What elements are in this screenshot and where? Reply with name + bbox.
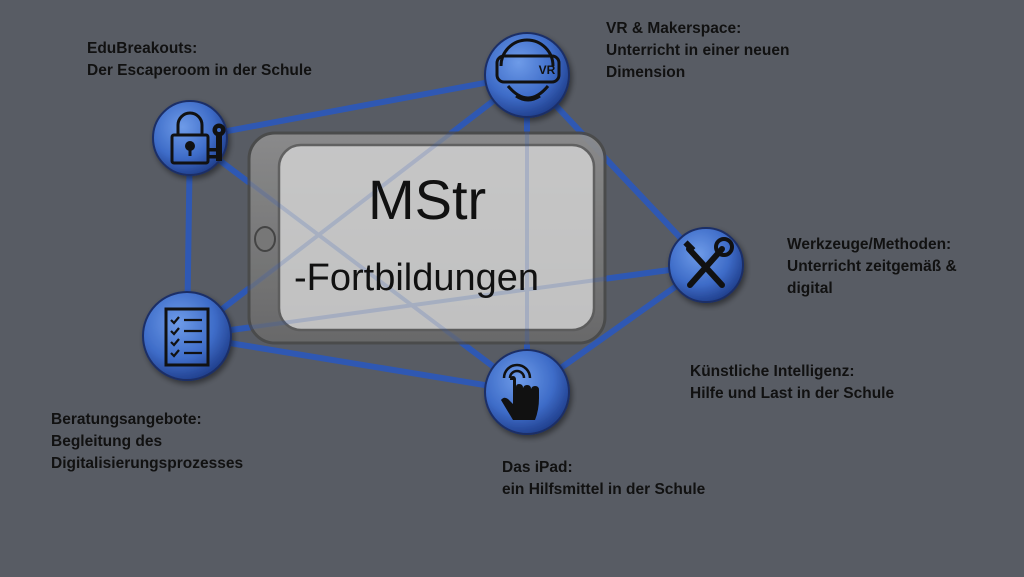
- tablet-screen: [277, 143, 596, 332]
- label-edubreakouts-title: EduBreakouts:: [87, 40, 198, 57]
- label-beratung-text-1: Begleitung des: [51, 433, 163, 450]
- label-vr: VR & Makerspace: Unterricht in einer neu…: [606, 18, 789, 84]
- connection-lines-overlay: [185, 73, 707, 394]
- node-beratung: [142, 291, 232, 381]
- label-vr-title: VR & Makerspace:: [606, 20, 742, 37]
- label-beratung: Beratungsangebote: Begleitung des Digita…: [51, 409, 243, 475]
- connector-lock-vr: [187, 72, 530, 141]
- vr-headset-icon: VR: [495, 38, 561, 102]
- tablet-device: [247, 131, 607, 345]
- label-werkzeuge: Werkzeuge/Methoden: Unterricht zeitgemäß…: [787, 234, 957, 300]
- label-vr-text-2: Dimension: [606, 64, 686, 81]
- label-ki: Künstliche Intelligenz: Hilfe und Last i…: [690, 361, 894, 405]
- label-beratung-text-2: Digitalisierungsprozesses: [51, 455, 244, 472]
- label-ki-text: Hilfe und Last in der Schule: [690, 385, 895, 402]
- lock-key-icon: [170, 111, 226, 165]
- label-ki-title: Künstliche Intelligenz:: [690, 363, 855, 380]
- tablet-home-button: [254, 226, 276, 252]
- label-werkzeuge-text-2: digital: [787, 280, 833, 297]
- connector-ipad-checklist: [184, 333, 530, 395]
- center-title: MStr: [368, 168, 487, 231]
- touch-hand-icon: [501, 363, 539, 420]
- center-subtitle: -Fortbildungen: [294, 257, 540, 299]
- label-beratung-title: Beratungsangebote:: [51, 411, 202, 428]
- connector-vr-tools: [524, 72, 709, 268]
- label-werkzeuge-title: Werkzeuge/Methoden:: [787, 236, 952, 253]
- label-ipad: Das iPad: ein Hilfsmittel in der Schule: [502, 457, 705, 501]
- label-edubreakouts: EduBreakouts: Der Escaperoom in der Schu…: [87, 38, 312, 82]
- checklist-icon: [164, 307, 210, 367]
- label-ipad-text: ein Hilfsmittel in der Schule: [502, 481, 706, 498]
- label-ipad-title: Das iPad:: [502, 459, 573, 476]
- label-werkzeuge-text-1: Unterricht zeitgemäß &: [787, 258, 957, 275]
- node-vr: [484, 32, 570, 118]
- vr-icon-label: VR: [539, 63, 556, 77]
- tools-icon: [683, 237, 734, 288]
- label-edubreakouts-text: Der Escaperoom in der Schule: [87, 62, 312, 79]
- label-vr-text-1: Unterricht in einer neuen: [606, 42, 790, 59]
